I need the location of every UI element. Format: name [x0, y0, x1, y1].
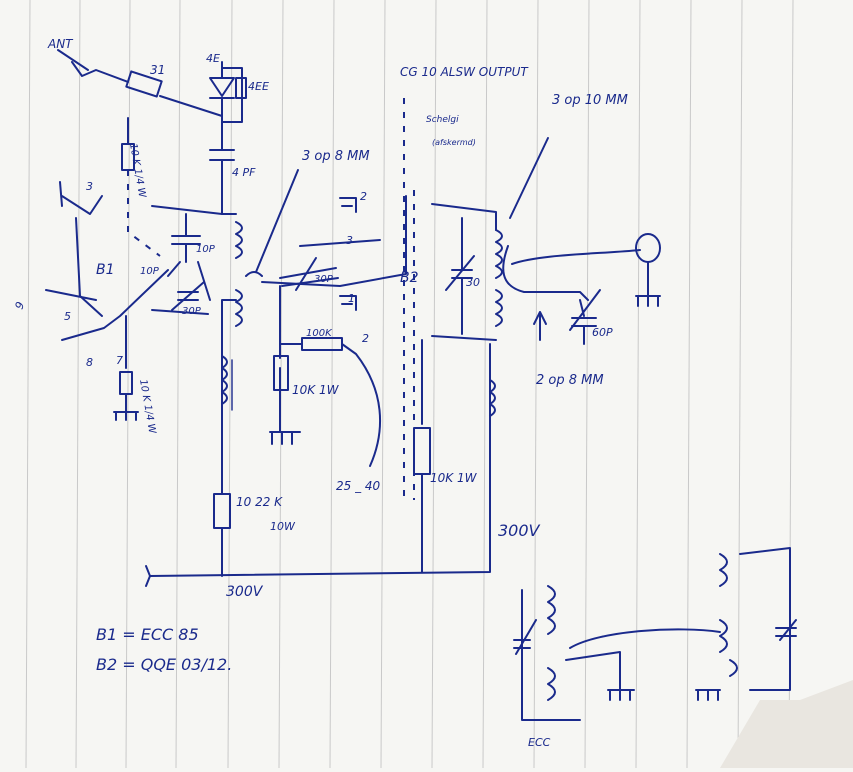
label-r-10-22k: 10 22 K	[236, 495, 283, 509]
sub-note-2: (afskermd)	[432, 138, 476, 147]
label-r-100k: 100K	[306, 328, 333, 339]
label-c-30p-mid: 30P	[314, 274, 334, 285]
label-led: 4E	[206, 52, 220, 65]
label-v-300-bottom: 300V	[226, 584, 264, 600]
label-coil-2op8mm: 2 op 8 MM	[536, 373, 604, 388]
tube-b1-internals	[151, 205, 223, 315]
label-pin-7: 7	[116, 354, 123, 367]
label-b1: B1	[96, 262, 115, 278]
grid-tuning	[261, 195, 407, 445]
label-c-10p-a: 10P	[196, 244, 216, 255]
label-r-31: 31	[150, 63, 165, 77]
label-r-10w: 10W	[270, 520, 296, 533]
legend-b1: B1 = ECC 85	[96, 625, 199, 644]
choke-b2	[413, 339, 496, 573]
label-c-4pf: 4 PF	[232, 166, 256, 179]
label-pin-3: 3	[86, 180, 93, 193]
pin-markers	[339, 197, 357, 311]
resistor-10k-top	[121, 117, 161, 257]
label-r-10k-1w-b2: 10K 1W	[430, 471, 478, 485]
tube-b1-left	[45, 181, 169, 341]
capacitor-4pf	[209, 149, 235, 213]
label-r-10k-top: 10 K 1/4 W	[127, 143, 148, 200]
label-c-30p-b1: 30P	[182, 306, 202, 317]
torn-corner	[720, 680, 853, 768]
label-coil-3op10mm: 3 op 10 MM	[552, 93, 628, 108]
label-d: 4EE	[248, 80, 269, 93]
label-v-25-40: 25 _ 40	[336, 479, 381, 493]
resistor-10k-bottom-left	[113, 315, 139, 421]
label-c-10p-b: 10P	[140, 266, 160, 277]
output-coupling	[502, 137, 661, 345]
sub-note: Schelgi	[426, 115, 459, 125]
label-c-60p: 60P	[592, 326, 613, 339]
legend-b2: B2 = QQE 03/12.	[96, 655, 232, 674]
filter-sketch	[513, 547, 797, 721]
label-coil-3op8mm: 3 op 8 MM	[302, 149, 370, 164]
label-pin-8: 8	[86, 356, 93, 369]
label-b2: B2	[400, 270, 419, 286]
resistor-100k	[279, 337, 382, 467]
bus-300v	[145, 343, 491, 587]
label-r-10k-bottom-left: 10 K 1/4 W	[137, 379, 158, 436]
label-v-300-right: 300V	[498, 521, 541, 540]
header-note: CG 10 ALSW OUTPUT	[400, 65, 529, 79]
label-pin-2b: 2	[362, 332, 369, 345]
label-pin-5: 5	[64, 310, 71, 323]
label-pin-2: 2	[360, 190, 367, 203]
choke-b1	[221, 355, 233, 411]
antenna-input	[57, 49, 223, 117]
label-c-30-b2: 30	[466, 276, 480, 289]
diode-network	[209, 61, 247, 151]
label-pin-9: 9	[13, 300, 28, 311]
label-ant-in: ANT	[47, 37, 74, 51]
resistor-10-22k	[213, 493, 231, 577]
label-r-10k-1w-mid: 10K 1W	[292, 383, 340, 397]
label-ecc: ECC	[528, 736, 551, 749]
label-pin-1: 1	[348, 292, 355, 305]
tank-b2	[431, 203, 503, 341]
coil-b1-plate	[221, 169, 299, 495]
label-pin-3b: 3	[346, 234, 353, 247]
